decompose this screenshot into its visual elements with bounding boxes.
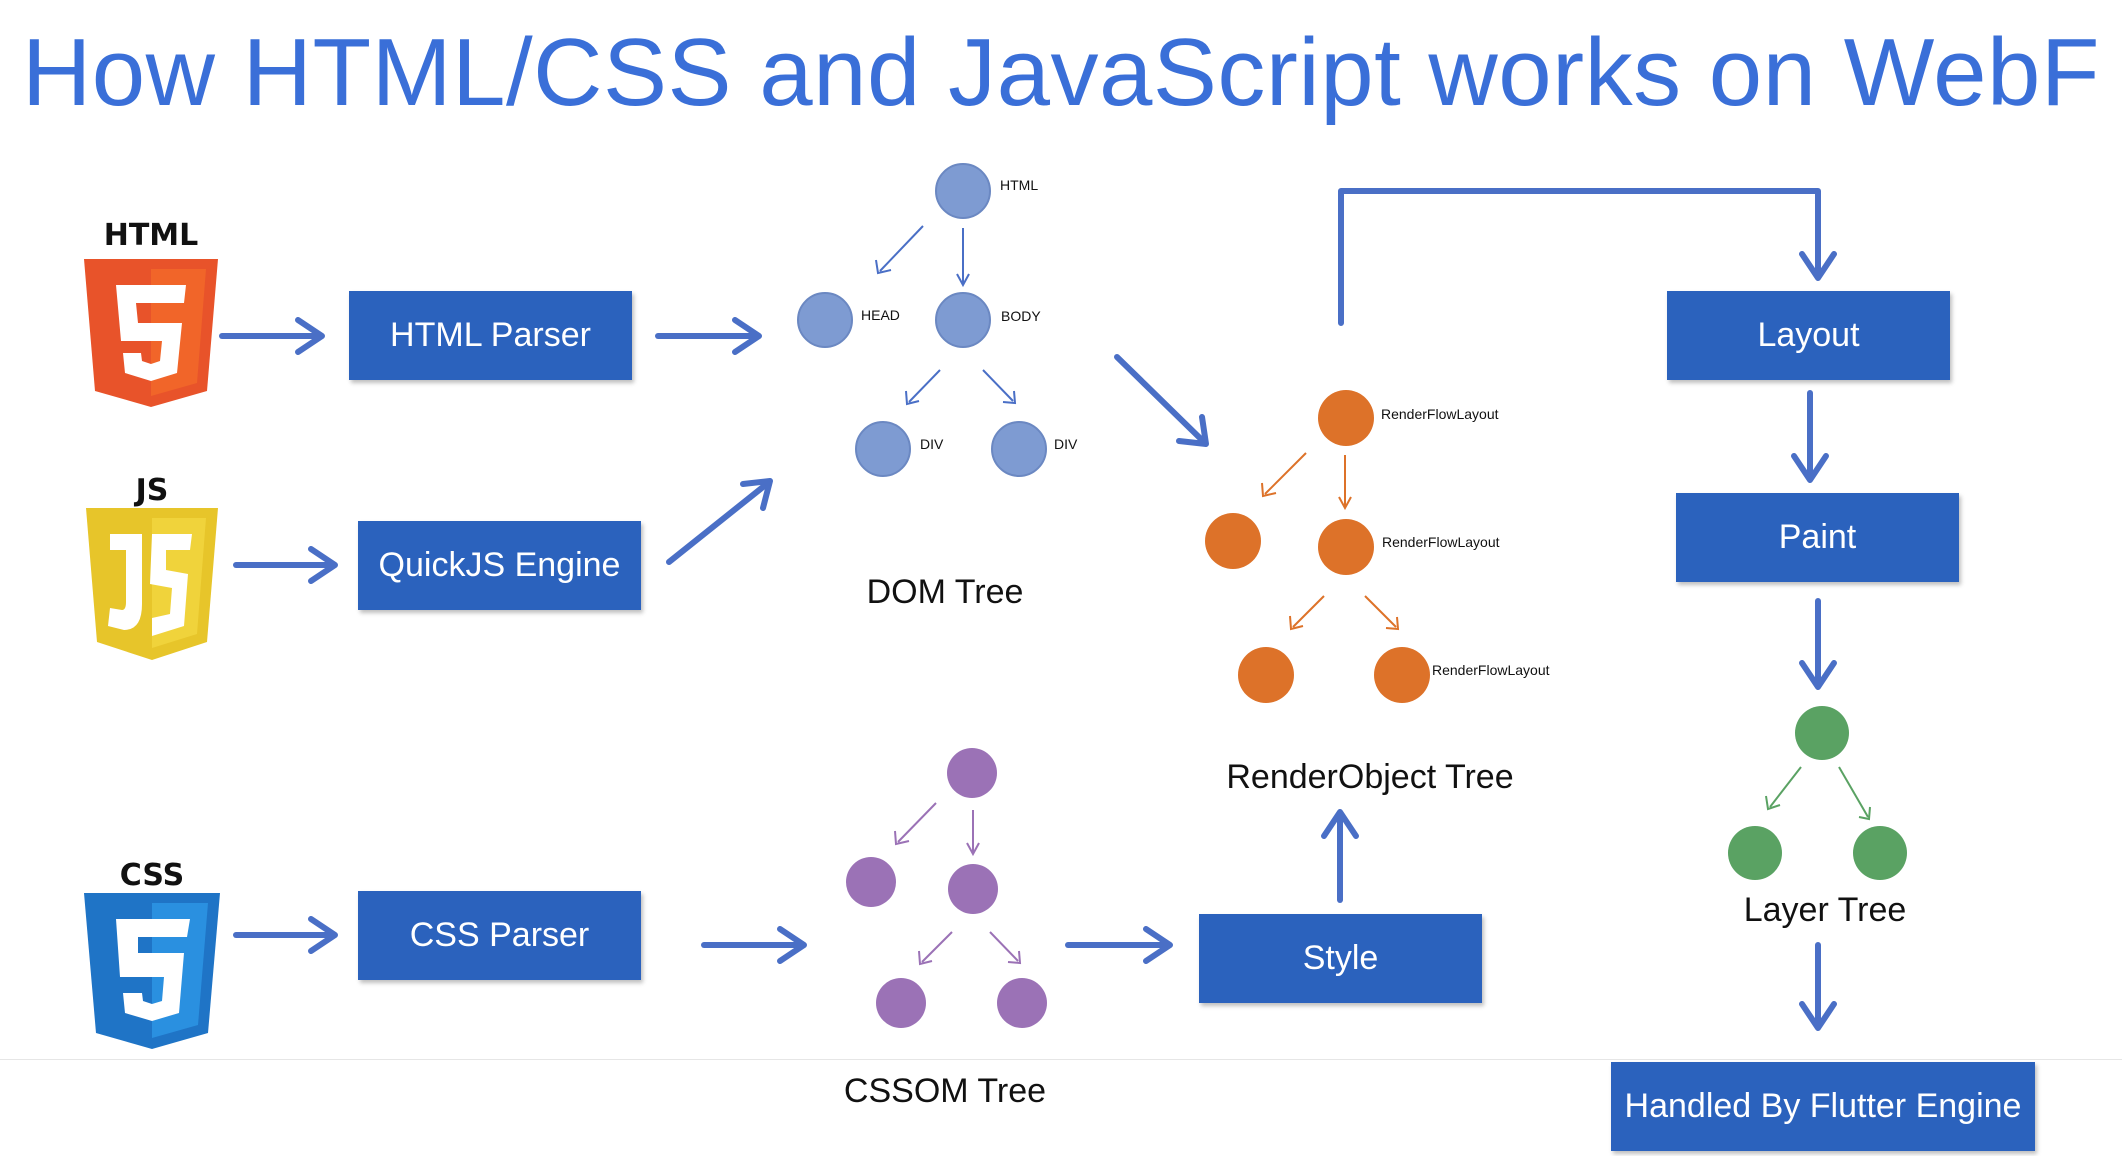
arrow-dom-to-render (1114, 354, 1209, 447)
render-node-left (1205, 513, 1261, 569)
dom-node-div-1-label: DIV (920, 436, 944, 452)
paint-box: Paint (1676, 493, 1959, 582)
footer-divider (0, 1059, 2122, 1060)
layer-tree (1728, 706, 1907, 880)
render-node-root-label: RenderFlowLayout (1381, 406, 1499, 422)
arrow-css-parser-to-cssom (701, 926, 807, 964)
arrow-css-to-parser (233, 916, 338, 954)
dom-node-html-label: HTML (1000, 177, 1039, 193)
layout-box: Layout (1667, 291, 1950, 380)
arrow-js-to-quickjs (233, 546, 338, 584)
dom-node-div-1 (855, 421, 911, 477)
arrow-layout-to-paint (1791, 390, 1829, 483)
arrow-style-to-render (1321, 809, 1359, 903)
css3-shield-icon: CSS (84, 858, 220, 1049)
arrow-cssom-to-style (1065, 926, 1173, 964)
cssom-node-leaf-2 (997, 978, 1047, 1028)
layer-node-right (1853, 826, 1907, 880)
render-node-leaf-label: RenderFlowLayout (1432, 662, 1550, 678)
arrow-layer-to-flutter (1799, 942, 1837, 1031)
quickjs-engine-box: QuickJS Engine (358, 521, 641, 610)
cssom-tree-label: CSSOM Tree (843, 1072, 1047, 1110)
dom-node-body-label: BODY (1001, 308, 1041, 324)
arrow-render-to-layout (1338, 188, 1837, 326)
cssom-tree (846, 748, 1047, 1028)
style-box: Style (1199, 914, 1482, 1003)
render-tree-label: RenderObject Tree (1226, 758, 1514, 796)
cssom-node-right (948, 864, 998, 914)
flutter-engine-box: Handled By Flutter Engine (1611, 1062, 2035, 1151)
dom-tree (797, 163, 1047, 477)
html-parser-box: HTML Parser (349, 291, 632, 380)
cssom-node-left (846, 857, 896, 907)
dom-node-head (797, 292, 853, 348)
cssom-node-leaf-1 (876, 978, 926, 1028)
html5-logo: HTML (76, 215, 226, 415)
svg-text:JS: JS (134, 473, 169, 508)
render-node-leaf-1 (1238, 647, 1294, 703)
layer-node-left (1728, 826, 1782, 880)
arrow-quickjs-to-dom (666, 478, 773, 565)
html5-shield-icon: HTML (84, 218, 218, 407)
render-node-leaf-2 (1374, 647, 1430, 703)
dom-node-head-label: HEAD (861, 307, 900, 323)
js-logo: JS (80, 470, 224, 670)
arrow-paint-to-layer (1799, 598, 1837, 690)
layer-node-root (1795, 706, 1849, 760)
diagram-title: How HTML/CSS and JavaScript works on Web… (21, 19, 2101, 126)
cssom-node-root (947, 748, 997, 798)
dom-node-html (935, 163, 991, 219)
render-node-mid-label: RenderFlowLayout (1382, 534, 1500, 550)
css3-logo: CSS (80, 853, 224, 1053)
render-node-mid (1318, 519, 1374, 575)
svg-text:HTML: HTML (104, 218, 199, 253)
dom-node-div-2 (991, 421, 1047, 477)
js-shield-icon: JS (86, 473, 218, 660)
dom-tree-label: DOM Tree (866, 573, 1024, 611)
layer-tree-label: Layer Tree (1743, 891, 1907, 929)
arrow-html-parser-to-dom (655, 317, 762, 355)
dom-node-div-2-label: DIV (1054, 436, 1078, 452)
svg-text:CSS: CSS (120, 858, 184, 893)
css-parser-box: CSS Parser (358, 891, 641, 980)
arrow-html-to-parser (219, 317, 325, 355)
render-node-root (1318, 390, 1374, 446)
dom-node-body (935, 292, 991, 348)
render-tree (1205, 390, 1430, 703)
